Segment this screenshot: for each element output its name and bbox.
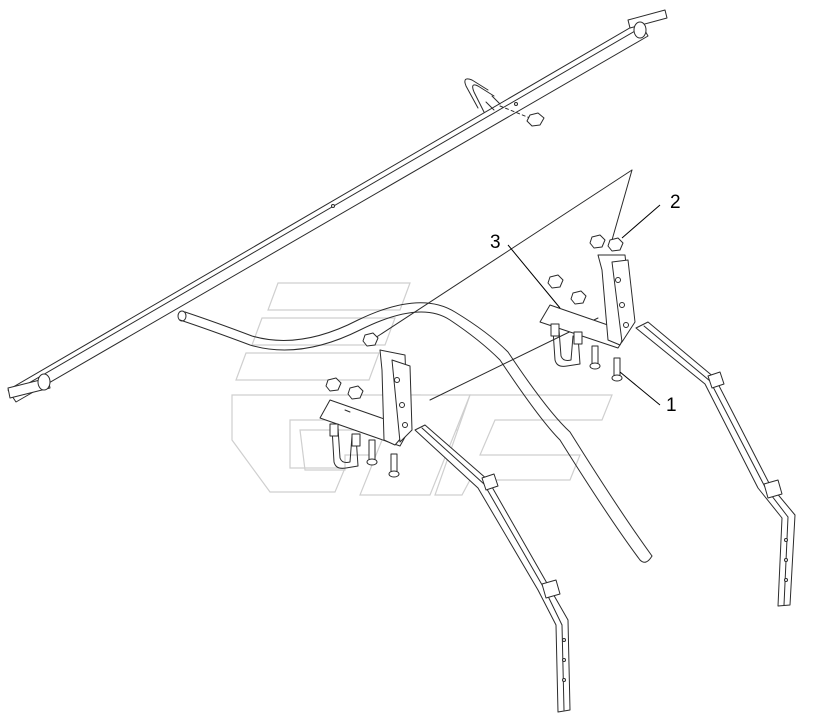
right-leg — [635, 321, 796, 607]
callout-label-1: 1 — [666, 395, 677, 416]
parts-linework — [7, 9, 796, 713]
callout-leaders — [507, 204, 661, 406]
callout-label-2: 2 — [670, 192, 681, 213]
curved-tube — [177, 302, 653, 563]
left-leg — [414, 424, 571, 713]
top-beam — [7, 9, 668, 403]
right-bracket — [539, 234, 636, 382]
left-bracket — [319, 332, 413, 478]
upper-u-bolt — [464, 78, 545, 127]
callout-label-3: 3 — [490, 232, 501, 253]
